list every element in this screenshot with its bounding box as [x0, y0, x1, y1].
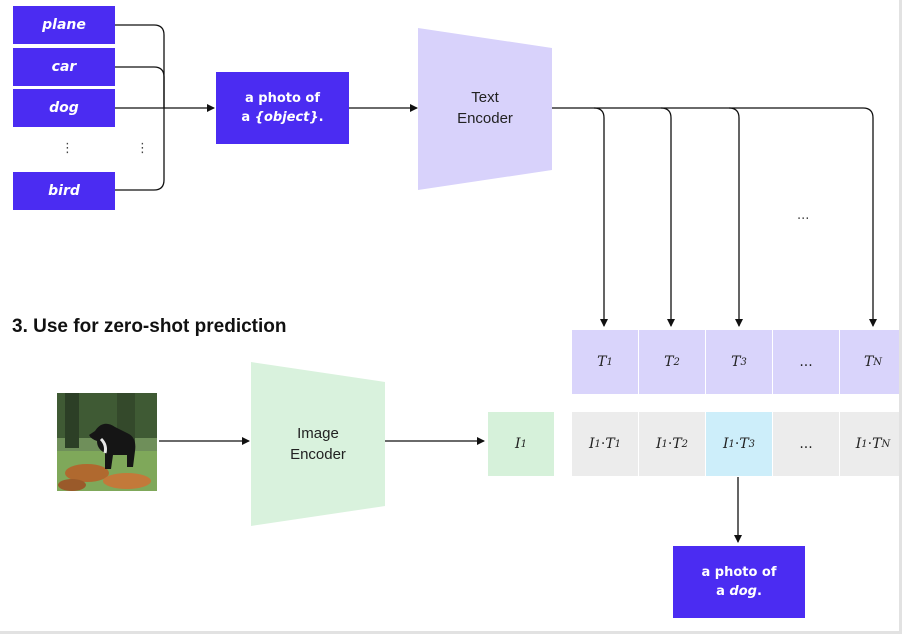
connector-ellipsis: ⋮: [136, 141, 149, 156]
image-encoder-label: Image Encoder: [290, 425, 346, 463]
prediction-line2: a dog.: [716, 584, 762, 599]
class-box-dog: dog: [13, 89, 115, 127]
encoder-to-tn-arrow: [729, 107, 877, 327]
arrows-ellipsis: ...: [797, 208, 810, 223]
class-label-plane: plane: [42, 17, 86, 33]
text-encoder-shape: [418, 28, 552, 190]
class-box-bird: bird: [13, 172, 115, 210]
prompt-line2: a {object}.: [241, 110, 324, 125]
text-encoder-label: Text Encoder: [457, 89, 513, 127]
text-feature-ellipsis: ...: [773, 330, 839, 394]
dog-photo-image: [57, 393, 157, 491]
class-box-car: car: [13, 48, 115, 86]
class-list-ellipsis: ⋮: [61, 141, 74, 156]
prompt-line1: a photo of: [244, 91, 321, 106]
encoder-to-t2-arrow: [594, 107, 675, 327]
product-ellipsis: ...: [773, 412, 839, 476]
prompt-template-box: a photo of a {object}.: [216, 72, 349, 144]
image-encoder-shape: [251, 362, 385, 526]
class-label-bird: bird: [48, 183, 80, 199]
section-title: 3. Use for zero-shot prediction: [12, 316, 287, 337]
prediction-box: a photo of a dog.: [673, 546, 805, 618]
encoder-to-t3-arrow: [661, 107, 743, 327]
frame-edge-bottom: [0, 631, 902, 634]
class-label-car: car: [51, 59, 77, 75]
class-label-dog: dog: [49, 100, 79, 116]
prompt-object-placeholder: {object}: [254, 110, 319, 125]
car-connector: [115, 66, 165, 108]
encoder-to-t1-arrow: [552, 107, 608, 327]
prediction-line1: a photo of: [701, 565, 777, 580]
prediction-object: dog: [729, 584, 757, 599]
frame-edge-right: [899, 0, 902, 634]
class-box-plane: plane: [13, 6, 115, 44]
